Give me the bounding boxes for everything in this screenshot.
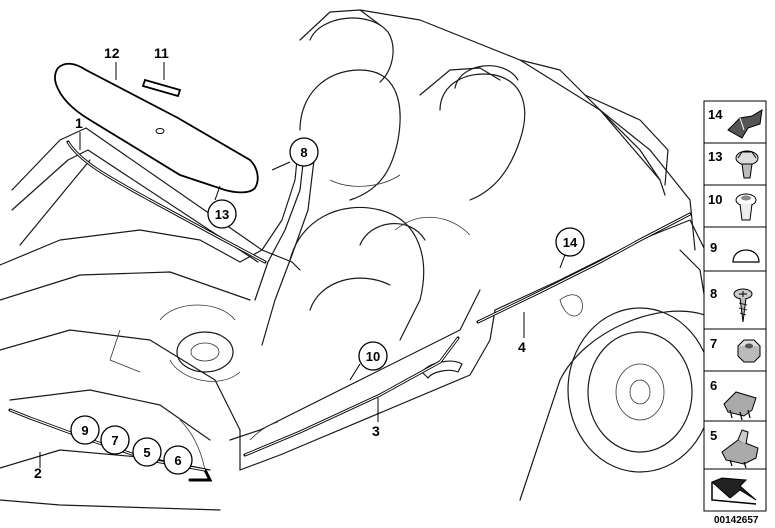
callout-4: 4 bbox=[518, 339, 526, 355]
reference-number: 00142657 bbox=[714, 515, 759, 526]
circled-callout-14: 14 bbox=[555, 227, 585, 257]
circled-label-14: 14 bbox=[563, 235, 578, 250]
part-3-door-strip bbox=[243, 336, 460, 457]
circled-callout-5: 5 bbox=[132, 437, 162, 467]
clip-icon bbox=[723, 391, 757, 421]
circled-label-10: 10 bbox=[366, 349, 380, 364]
circled-callout-7: 7 bbox=[100, 425, 130, 455]
legend-number-5: 5 bbox=[710, 428, 717, 443]
legend-number-8: 8 bbox=[710, 286, 717, 301]
legend-number-7: 7 bbox=[710, 336, 717, 351]
legend-row-8 bbox=[703, 270, 767, 330]
legend-row-10 bbox=[703, 184, 767, 228]
circled-label-7: 7 bbox=[111, 433, 118, 448]
circled-callout-10: 10 bbox=[358, 341, 388, 371]
hex-nut-icon bbox=[737, 339, 761, 363]
circled-callout-13: 13 bbox=[207, 199, 237, 229]
clip-bracket-icon bbox=[727, 109, 763, 139]
car-illustration bbox=[0, 9, 713, 511]
legend-number-14: 14 bbox=[708, 107, 723, 122]
legend-row-13 bbox=[703, 142, 767, 186]
circled-callout-8: 8 bbox=[289, 137, 319, 167]
callout-2: 2 bbox=[34, 465, 42, 481]
callout-11: 11 bbox=[154, 45, 169, 61]
parts-legend: 14 13 10 9 8 bbox=[703, 100, 767, 512]
expansion-rivet-icon bbox=[735, 150, 759, 179]
callout-1: 1 bbox=[75, 115, 83, 131]
circled-label-6: 6 bbox=[174, 453, 181, 468]
legend-row-9 bbox=[703, 226, 767, 272]
legend-number-9: 9 bbox=[710, 240, 717, 255]
screw-icon bbox=[733, 288, 753, 323]
legend-number-10: 10 bbox=[708, 192, 722, 207]
part-12-windshield-cover bbox=[54, 62, 259, 194]
arrow-icon bbox=[711, 477, 757, 505]
callout-3: 3 bbox=[372, 423, 380, 439]
clip-icon bbox=[721, 429, 759, 469]
circled-label-8: 8 bbox=[300, 145, 307, 160]
callout-12: 12 bbox=[104, 45, 120, 61]
push-rivet-icon bbox=[735, 193, 757, 221]
legend-number-6: 6 bbox=[710, 378, 717, 393]
circled-callout-6: 6 bbox=[163, 445, 193, 475]
circled-label-13: 13 bbox=[215, 207, 229, 222]
part-11-pad bbox=[141, 78, 182, 98]
legend-number-13: 13 bbox=[708, 149, 722, 164]
circled-label-5: 5 bbox=[143, 445, 150, 460]
circled-callout-9: 9 bbox=[70, 415, 100, 445]
circled-label-9: 9 bbox=[81, 423, 88, 438]
dome-cap-icon bbox=[732, 249, 760, 263]
legend-row-14 bbox=[703, 100, 767, 144]
